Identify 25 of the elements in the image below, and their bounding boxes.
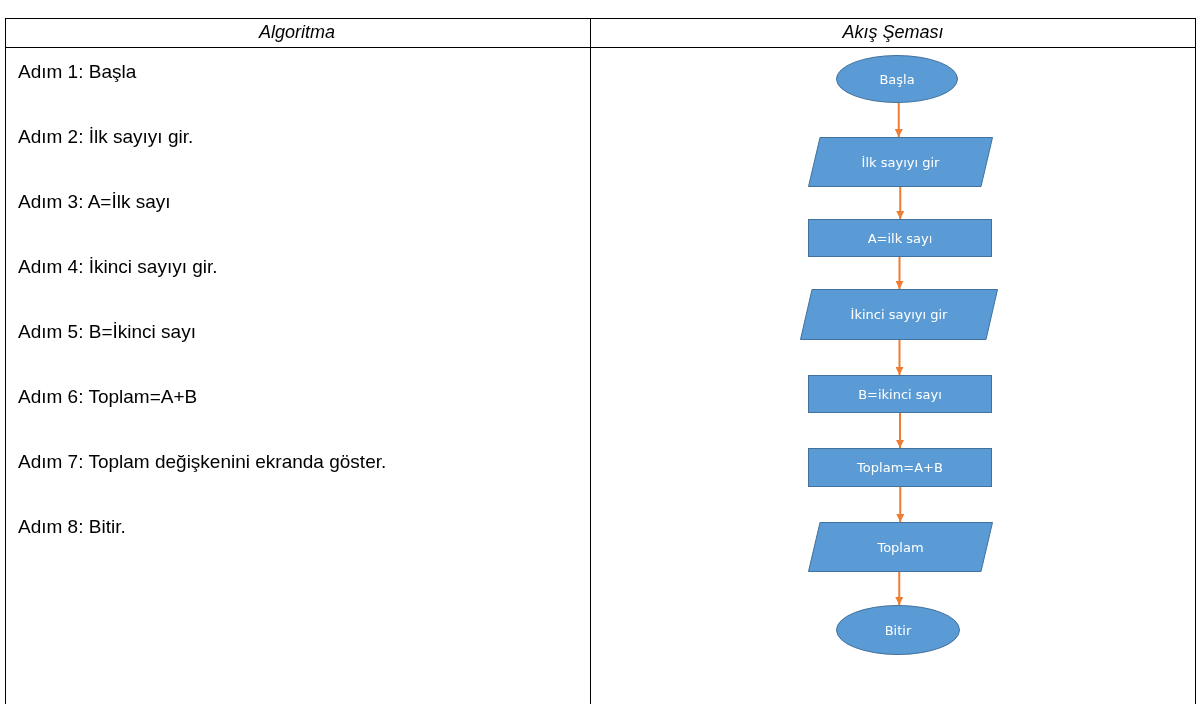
input-output-parallelogram: Toplam bbox=[808, 522, 993, 572]
arrow bbox=[896, 186, 905, 220]
input-output-parallelogram: İkinci sayıyı gir bbox=[800, 289, 998, 340]
terminal-oval: Bitir bbox=[836, 605, 960, 655]
algorithm-step: Adım 6: Toplam=A+B bbox=[18, 386, 198, 408]
algorithm-step: Adım 5: B=İkinci sayı bbox=[18, 321, 196, 343]
algorithm-step: Adım 8: Bitir. bbox=[18, 516, 126, 538]
algorithm-step: Adım 7: Toplam değişkenini ekranda göster. bbox=[18, 451, 387, 473]
arrow bbox=[895, 339, 904, 376]
algorithm-step: Adım 3: A=İlk sayı bbox=[18, 191, 171, 213]
arrow bbox=[894, 102, 903, 138]
algorithm-step: Adım 2: İlk sayıyı gir. bbox=[18, 126, 194, 148]
arrow bbox=[896, 486, 905, 523]
process-box: Toplam=A+B bbox=[808, 448, 992, 487]
process-box: B=ikinci sayı bbox=[808, 375, 992, 413]
column-header: Akış Şeması bbox=[842, 21, 944, 43]
algorithm-step: Adım 4: İkinci sayıyı gir. bbox=[18, 256, 218, 278]
algorithm-step: Adım 1: Başla bbox=[18, 61, 137, 83]
input-output-parallelogram: İlk sayıyı gir bbox=[808, 137, 993, 187]
process-box: A=ilk sayı bbox=[808, 219, 992, 257]
terminal-oval: Başla bbox=[836, 55, 958, 103]
column-header: Algoritma bbox=[259, 21, 336, 43]
arrow bbox=[896, 412, 904, 449]
arrow bbox=[895, 571, 904, 606]
arrow bbox=[895, 256, 904, 290]
